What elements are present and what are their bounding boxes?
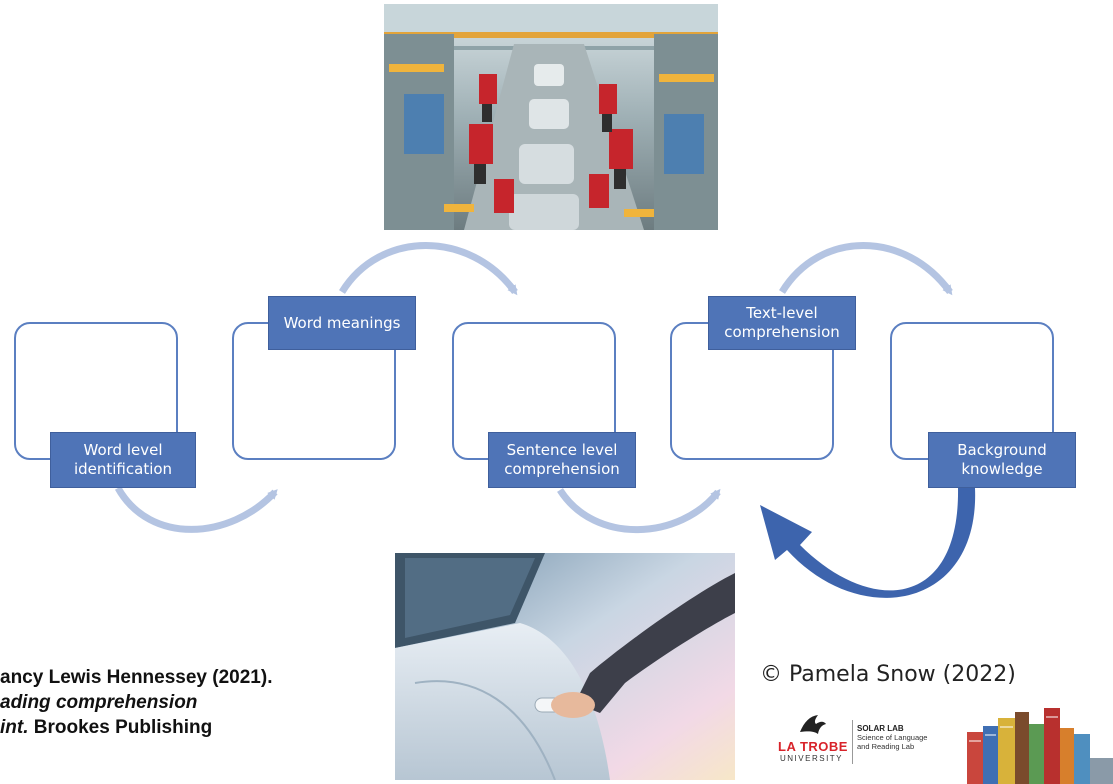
car-door-photo — [395, 553, 735, 780]
solar-lab-desc-1: Science of Language — [857, 733, 928, 742]
stage-label-text-comprehension: Text-level comprehension — [708, 296, 856, 350]
solar-lab-name: SOLAR LAB — [857, 724, 904, 733]
arrow-meanings-to-sentence — [339, 242, 518, 296]
arrow-word-id-to-meanings — [114, 486, 278, 533]
arrow-text-to-background — [779, 242, 953, 296]
stage-label-word-meanings: Word meanings — [268, 296, 416, 350]
citation: ancy Lewis Hennessey (2021). ading compr… — [0, 665, 272, 740]
citation-line-3: int. Brookes Publishing — [0, 715, 272, 740]
solar-lab-logo: SOLAR LAB Science of Language and Readin… — [857, 724, 937, 751]
citation-italic: int. — [0, 717, 29, 738]
books-icon — [967, 708, 1113, 784]
university-name: LA TROBE — [778, 739, 848, 754]
logo-divider — [852, 720, 853, 764]
stage-label-sentence-comprehension: Sentence level comprehension — [488, 432, 636, 488]
factory-photo — [384, 4, 718, 230]
citation-line-2: ading comprehension — [0, 692, 198, 713]
citation-line-1: ancy Lewis Hennessey (2021). — [0, 667, 273, 688]
citation-publisher: Brookes Publishing — [28, 717, 213, 738]
stage-label-background-knowledge: Background knowledge — [928, 432, 1076, 488]
eagle-icon — [800, 715, 826, 734]
solar-lab-desc-2: and Reading Lab — [857, 742, 915, 751]
arrow-sentence-to-text — [557, 488, 721, 534]
university-word: UNIVERSITY — [780, 754, 844, 763]
copyright-notice: © Pamela Snow (2022) — [760, 662, 1016, 687]
stage-label-word-identification: Word level identification — [50, 432, 196, 488]
la-trobe-logo: LA TROBE UNIVERSITY — [778, 712, 850, 772]
arrow-background-feedback — [760, 488, 976, 598]
